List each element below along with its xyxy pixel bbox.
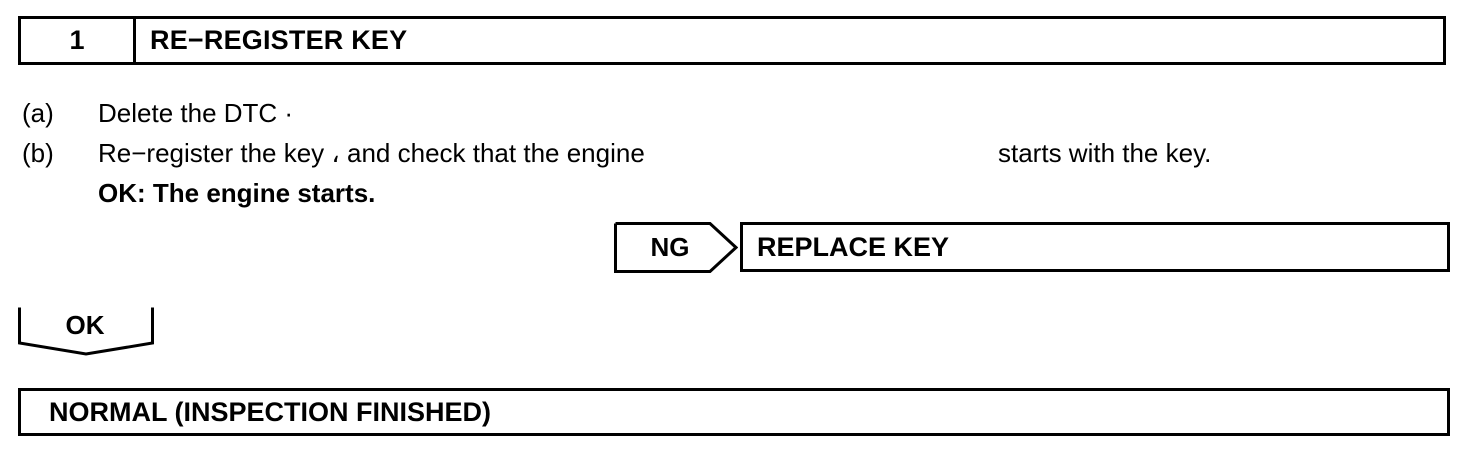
instruction-b-text-end: starts with the key. [998, 138, 1212, 168]
step-title: RE−REGISTER KEY [150, 25, 408, 55]
ng-label: NG [650, 232, 690, 262]
ok-badge: OK [18, 306, 156, 356]
ng-arrow-icon [614, 222, 738, 273]
instruction-b-marker: (b) [22, 138, 54, 168]
instruction-a-marker: (a) [22, 98, 54, 128]
instruction-b-text-start: Re−register the key ، and check that the… [98, 138, 645, 168]
ok-arrow-icon [18, 307, 154, 356]
step-number: 1 [21, 19, 136, 62]
normal-result-box: NORMAL (INSPECTION FINISHED) [18, 388, 1450, 436]
ok-label: OK [65, 310, 105, 340]
ng-badge: NG [614, 222, 738, 273]
step-header: 1 RE−REGISTER KEY [18, 16, 1446, 65]
instruction-a-text: Delete the DTC · [98, 98, 294, 128]
replace-key-box: REPLACE KEY [740, 222, 1450, 272]
ok-criterion: OK: The engine starts. [98, 178, 376, 208]
